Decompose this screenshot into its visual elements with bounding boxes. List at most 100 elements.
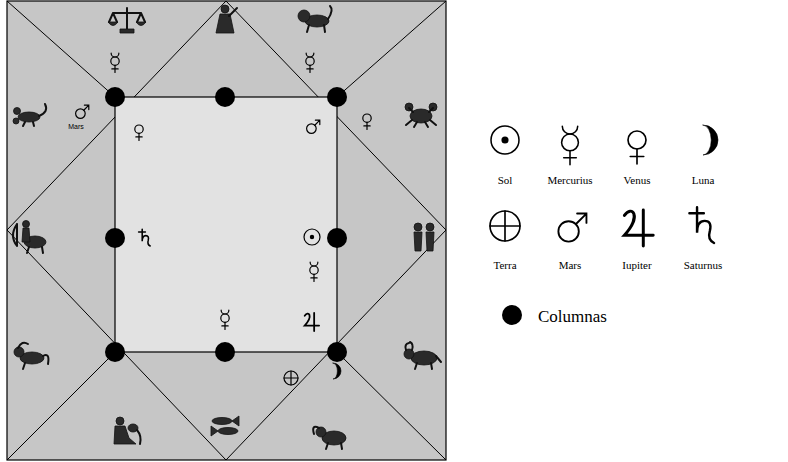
figure-part xyxy=(22,228,30,242)
column-dot xyxy=(327,87,347,107)
symbol-part xyxy=(136,133,142,140)
legend-label: Sol xyxy=(498,174,513,186)
symbol-part xyxy=(310,235,313,238)
figure-part xyxy=(116,417,124,425)
symbol-part xyxy=(562,134,579,151)
mercurius-symbol xyxy=(221,310,229,329)
symbol-part xyxy=(624,210,653,246)
figure-part xyxy=(108,22,118,26)
venus-symbol xyxy=(628,131,646,164)
symbol-part xyxy=(305,313,319,331)
house-line xyxy=(7,1,115,97)
symbol-part xyxy=(630,149,644,164)
figure-part xyxy=(18,343,48,369)
house-line xyxy=(337,1,446,97)
sol-symbol xyxy=(304,229,320,245)
figure-part xyxy=(13,224,43,253)
symbol-part xyxy=(562,126,577,134)
symbol-part xyxy=(703,125,718,155)
figure-part xyxy=(218,428,238,435)
inner-square xyxy=(115,97,337,352)
symbol-part xyxy=(222,322,228,329)
mercurius-symbol xyxy=(310,262,318,281)
symbol-part xyxy=(502,137,508,143)
legend-label: Luna xyxy=(692,174,715,186)
figure-part xyxy=(414,223,422,231)
symbol-part xyxy=(135,125,143,133)
column-dot xyxy=(327,342,347,362)
luna-symbol xyxy=(703,125,718,155)
capricorn-figure xyxy=(14,343,48,369)
figure-part xyxy=(109,8,145,29)
iupiter-symbol xyxy=(624,210,653,246)
symbol-part xyxy=(333,363,341,379)
columna-symbol xyxy=(502,305,522,325)
mercurius-symbol xyxy=(306,53,314,72)
leo-figure xyxy=(298,6,332,32)
column-dot xyxy=(105,87,125,107)
symbol-part xyxy=(306,53,314,57)
symbol-part xyxy=(306,57,314,65)
scorpio-figure xyxy=(13,104,46,126)
symbol-part xyxy=(221,310,229,314)
figure-part xyxy=(221,5,229,13)
symbol-part xyxy=(304,229,320,245)
figure-part xyxy=(136,22,146,26)
symbol-part xyxy=(310,262,318,266)
legend-label: Mars xyxy=(559,259,582,271)
symbol-part xyxy=(112,65,118,72)
legend-label: Columnas xyxy=(538,307,607,327)
legend-label: Mercurius xyxy=(547,174,592,186)
symbol-part xyxy=(491,126,519,154)
column-dots xyxy=(105,87,347,362)
outer-board xyxy=(7,1,446,460)
figure-part xyxy=(411,351,437,365)
column-dot xyxy=(215,87,235,107)
symbol-part xyxy=(139,229,151,246)
symbol-part xyxy=(689,207,714,243)
figure-part xyxy=(216,14,234,33)
house-diamond xyxy=(7,1,446,460)
figure-part xyxy=(211,426,218,436)
symbols xyxy=(13,5,718,449)
figure-part xyxy=(23,104,46,126)
planet-caption: Mars xyxy=(68,123,84,130)
legend-label: Terra xyxy=(493,259,516,271)
column-dot xyxy=(105,228,125,248)
figure-part xyxy=(18,112,40,122)
figure-part xyxy=(307,6,332,32)
venus-symbol xyxy=(363,114,371,129)
saturnus-symbol xyxy=(689,207,714,243)
terra-symbol xyxy=(490,211,520,241)
symbol-part xyxy=(502,305,522,325)
sol-symbol xyxy=(491,126,519,154)
luna-symbol xyxy=(333,363,341,379)
mars-symbol xyxy=(76,105,89,118)
symbol-part xyxy=(628,131,646,149)
mars-symbol xyxy=(558,214,586,242)
column-dot xyxy=(105,342,125,362)
symbol-part xyxy=(576,214,587,225)
pisces-figure xyxy=(211,416,239,436)
symbol-part xyxy=(84,105,89,110)
figure-part xyxy=(414,232,422,251)
mercurius-symbol xyxy=(111,53,119,72)
mercurius-symbol xyxy=(562,126,579,165)
cancer-figure xyxy=(405,103,437,127)
symbol-part xyxy=(284,371,298,385)
symbol-part xyxy=(310,266,318,274)
symbol-part xyxy=(311,274,317,281)
gemini-figure xyxy=(414,223,434,251)
figure-part xyxy=(426,223,434,231)
figure-part xyxy=(298,10,310,22)
legend-label: Venus xyxy=(624,174,651,186)
figure-part xyxy=(313,427,342,449)
figure-part xyxy=(405,342,441,369)
aries-figure xyxy=(313,427,346,449)
symbol-part xyxy=(111,57,119,65)
symbol-part xyxy=(315,120,320,125)
symbol-part xyxy=(284,371,298,385)
figure-part xyxy=(14,347,24,357)
